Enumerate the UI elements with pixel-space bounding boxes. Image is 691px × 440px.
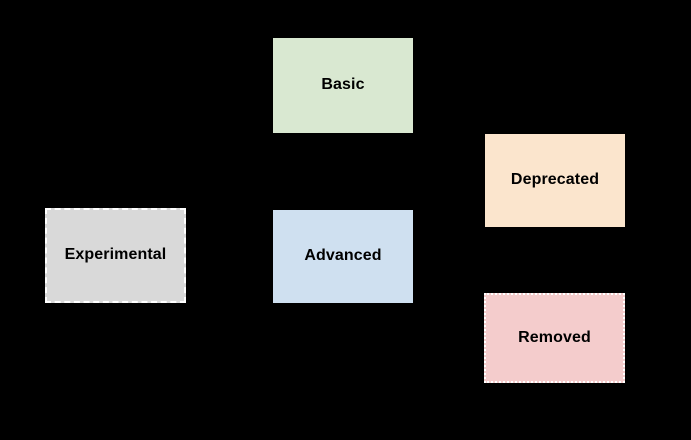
node-basic-label: Basic — [321, 76, 365, 94]
node-advanced[interactable]: Advanced — [273, 210, 413, 303]
node-basic[interactable]: Basic — [273, 38, 413, 133]
node-advanced-label: Advanced — [304, 247, 382, 265]
node-experimental-label: Experimental — [64, 246, 167, 264]
node-removed[interactable]: Removed — [484, 293, 625, 383]
node-experimental[interactable]: Experimental — [45, 208, 186, 303]
node-deprecated-label: Deprecated — [510, 171, 600, 189]
node-removed-label: Removed — [518, 328, 591, 346]
node-deprecated[interactable]: Deprecated — [485, 134, 625, 227]
